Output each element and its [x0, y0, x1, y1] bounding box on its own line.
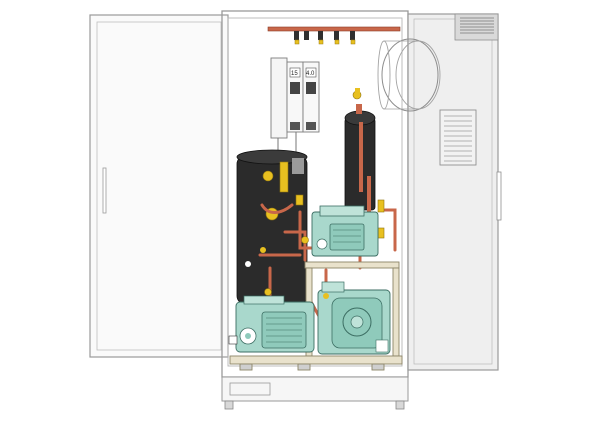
pipe-valves [264, 194, 385, 296]
right-door-handle [496, 171, 502, 221]
controller-label-2: 4.0 [306, 71, 315, 77]
fan-shroud [377, 38, 441, 112]
foot-left [224, 400, 234, 410]
controller-units: 15 4.0 [270, 57, 320, 160]
liquid-receiver-left [236, 149, 308, 305]
top-header-pipe [267, 26, 401, 45]
lower-right-compressor [317, 281, 391, 355]
upper-compressor [311, 205, 379, 257]
right-door [407, 13, 502, 371]
lower-left-compressor [228, 295, 315, 353]
left-door [89, 14, 229, 358]
controller-label-1: 15 [291, 71, 298, 77]
vertical-receiver [344, 88, 376, 212]
foot-right [395, 400, 405, 410]
cabinet-frame [221, 10, 409, 410]
left-door-handle [102, 167, 107, 214]
